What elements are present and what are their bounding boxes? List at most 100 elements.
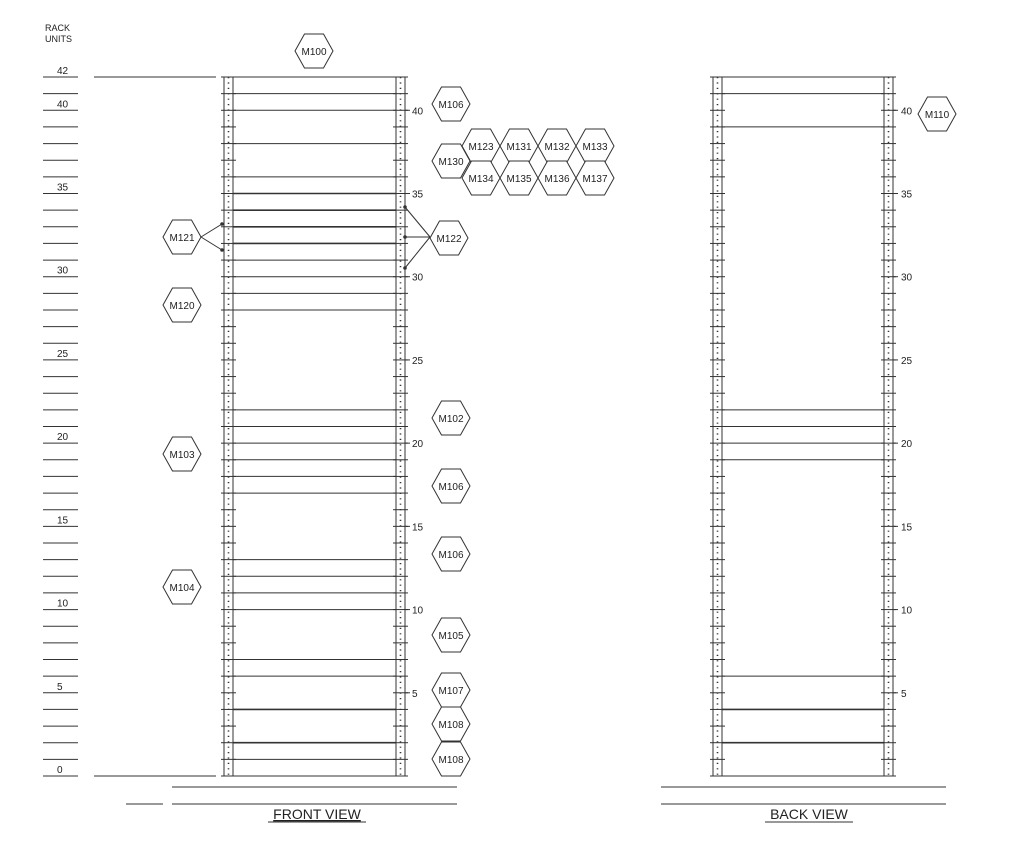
hexagon-tag-shape (431, 468, 471, 504)
tag-m120[interactable]: M120 (162, 287, 202, 323)
front-rail-label: 5 (412, 689, 418, 700)
rack-units-label-line-1: RACK (45, 23, 70, 33)
back-rail-label: 15 (901, 522, 913, 533)
hexagon-tag-shape (431, 143, 471, 179)
tag-m108b[interactable]: M108 (431, 741, 471, 777)
front-rail-label: 25 (412, 356, 424, 367)
tag-label: M110 (925, 110, 950, 121)
tag-label: M106 (438, 482, 463, 493)
tag-m106b[interactable]: M106 (431, 468, 471, 504)
hexagon-tag-shape (575, 160, 615, 196)
tag-label: M107 (438, 686, 463, 697)
front-rail-label: 35 (412, 190, 424, 201)
tag-m135[interactable]: M135 (499, 160, 539, 196)
scale-label: 40 (57, 99, 69, 110)
tag-m136[interactable]: M136 (537, 160, 577, 196)
tag-label: M121 (169, 233, 194, 244)
hexagon-tag-shape (431, 400, 471, 436)
hexagon-tag-shape (162, 436, 202, 472)
tag-label: M105 (438, 631, 463, 642)
tag-label: M104 (169, 583, 194, 594)
tag-m108a[interactable]: M108 (431, 706, 471, 742)
scale-label: 42 (57, 66, 69, 77)
tag-label: M134 (468, 174, 493, 185)
scale-label: 10 (57, 599, 69, 610)
tag-label: M108 (438, 755, 463, 766)
scale-label: 20 (57, 432, 69, 443)
leader-line (200, 236, 223, 251)
scale-label: 0 (57, 765, 63, 776)
tag-label: M137 (582, 174, 607, 185)
tag-m130[interactable]: M130 (431, 143, 471, 179)
hexagon-tag-shape (431, 706, 471, 742)
tag-m121[interactable]: M121 (162, 219, 202, 255)
tag-label: M103 (169, 450, 194, 461)
back-rail-label: 25 (901, 356, 913, 367)
leader-arrowhead (220, 222, 224, 226)
leader-line (404, 206, 431, 238)
tag-label: M132 (544, 142, 569, 153)
tag-label: M106 (438, 100, 463, 111)
tag-m105[interactable]: M105 (431, 617, 471, 653)
leader-arrowhead (403, 266, 407, 270)
back-view-title: BACK VIEW (770, 806, 849, 822)
tag-m122[interactable]: M122 (429, 220, 469, 256)
tag-m106c[interactable]: M106 (431, 536, 471, 572)
tag-label: M130 (438, 157, 463, 168)
back-rail-label: 40 (901, 106, 913, 117)
scale-label: 30 (57, 266, 69, 277)
hexagon-tag-shape (162, 287, 202, 323)
tag-label: M122 (436, 234, 461, 245)
front-rail-label: 10 (412, 606, 424, 617)
leader-arrowhead (403, 205, 407, 209)
front-rail-label: 30 (412, 273, 424, 284)
tag-m132[interactable]: M132 (537, 128, 577, 164)
back-rail-label: 30 (901, 273, 913, 284)
tag-label: M100 (301, 47, 326, 58)
back-rail-label: 20 (901, 439, 913, 450)
tag-m103[interactable]: M103 (162, 436, 202, 472)
tag-m100[interactable]: M100 (294, 33, 334, 69)
hexagon-tag-shape (917, 96, 957, 132)
scale-label: 15 (57, 515, 69, 526)
leader-line (404, 236, 431, 269)
front-view-title: FRONT VIEW (273, 806, 361, 822)
rack-units-label-line-2: UNITS (45, 34, 72, 44)
scale-label: 25 (57, 349, 69, 360)
tag-m106a[interactable]: M106 (431, 86, 471, 122)
tag-leader-lines (200, 205, 431, 270)
back-rail-label: 10 (901, 606, 913, 617)
hexagon-tag-shape (429, 220, 469, 256)
front-rack-extras (94, 76, 457, 805)
back-rack: 40 35 30 25 20 15 10 5 (710, 76, 913, 777)
tag-m102[interactable]: M102 (431, 400, 471, 436)
tag-m131[interactable]: M131 (499, 128, 539, 164)
scale-label: 5 (57, 682, 63, 693)
leader-line (200, 223, 223, 238)
tag-m137[interactable]: M137 (575, 160, 615, 196)
back-rail-label: 35 (901, 190, 913, 201)
tag-label: M136 (544, 174, 569, 185)
hexagon-tag-shape (431, 86, 471, 122)
tag-m133[interactable]: M133 (575, 128, 615, 164)
hexagon-tag-shape (431, 536, 471, 572)
tag-m110[interactable]: M110 (917, 96, 957, 132)
tag-label: M135 (506, 174, 531, 185)
hexagon-tag-shape (431, 617, 471, 653)
tag-m104[interactable]: M104 (162, 569, 202, 605)
tag-m107[interactable]: M107 (431, 672, 471, 708)
tag-label: M131 (506, 142, 531, 153)
back-rail-label: 5 (901, 689, 907, 700)
tag-label: M106 (438, 550, 463, 561)
tag-label: M123 (468, 142, 493, 153)
front-rail-label: 15 (412, 522, 424, 533)
hexagon-tag-shape (162, 569, 202, 605)
front-rail-label: 40 (412, 106, 424, 117)
hexagon-tag-shape (162, 219, 202, 255)
leader-arrowhead (220, 248, 224, 252)
tag-label: M120 (169, 301, 194, 312)
